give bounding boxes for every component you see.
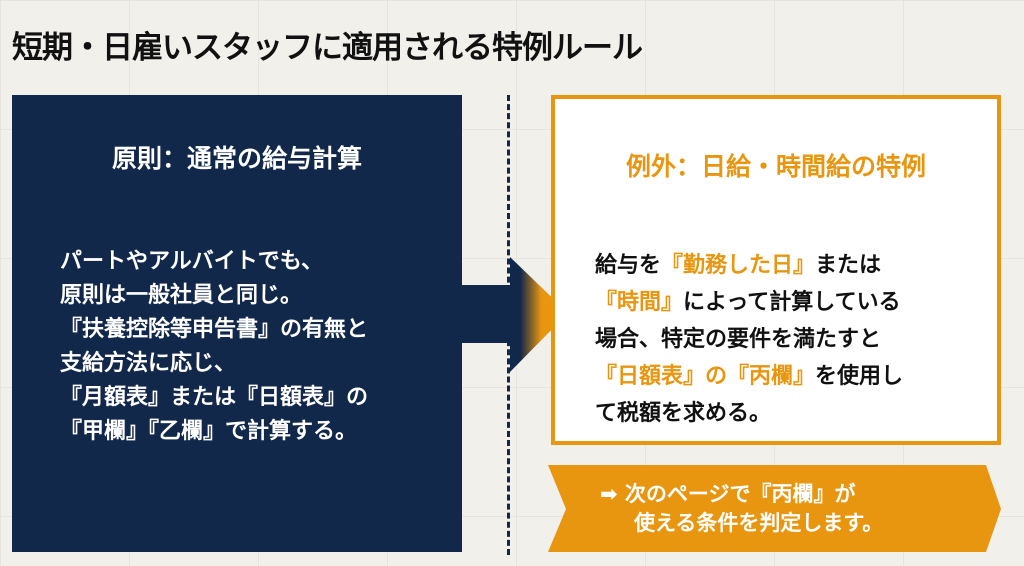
highlight-text: 『勤務した日』 <box>661 253 816 278</box>
note-line-1: 次のページで『丙欄』が <box>624 482 856 506</box>
arrow-right-icon: ➡ <box>600 482 618 506</box>
exception-text: を使用し <box>815 364 904 389</box>
principle-line: 『甲欄』『乙欄』で計算する。 <box>60 419 358 444</box>
exception-panel: 例外：日給・時間給の特例 給与を『勤務した日』または『時間』によって計算している… <box>551 95 1001 445</box>
highlight-text: 『時間』 <box>595 290 684 315</box>
next-page-note: ➡ 次のページで『丙欄』が 使える条件を判定します。 <box>600 480 883 538</box>
exception-line: 『時間』によって計算している <box>595 284 903 321</box>
principle-panel: 原則：通常の給与計算 パートやアルバイトでも、 原則は一般社員と同じ。 『扶養控… <box>12 95 462 552</box>
transition-arrow-icon <box>462 257 568 372</box>
exception-text: または <box>815 253 882 278</box>
exception-line: 場合、特定の要件を満たすと <box>595 321 903 358</box>
exception-line: て税額を求める。 <box>595 395 903 432</box>
principle-line: 『月額表』または『日額表』の <box>60 385 369 410</box>
exception-text: 給与を <box>595 253 662 278</box>
next-page-banner <box>548 465 1001 552</box>
exception-body: 給与を『勤務した日』または『時間』によって計算している場合、特定の要件を満たすと… <box>595 247 903 432</box>
principle-line: 原則は一般社員と同じ。 <box>60 283 303 308</box>
exception-heading: 例外：日給・時間給の特例 <box>625 152 926 181</box>
page-title: 短期・日雇いスタッフに適用される特例ルール <box>12 30 643 66</box>
principle-line: パートやアルバイトでも、 <box>60 249 324 274</box>
principle-body: パートやアルバイトでも、 原則は一般社員と同じ。 『扶養控除等申告書』の有無と … <box>60 245 368 449</box>
principle-heading: 原則：通常の給与計算 <box>111 144 362 173</box>
highlight-text: 『日額表』の『丙欄』 <box>595 364 816 389</box>
exception-text: によって計算している <box>683 290 901 315</box>
exception-line: 『日額表』の『丙欄』を使用し <box>595 358 903 395</box>
exception-line: 給与を『勤務した日』または <box>595 247 903 284</box>
exception-text: て税額を求める。 <box>595 401 772 426</box>
exception-text: 場合、特定の要件を満たすと <box>595 327 882 352</box>
note-line-2: 使える条件を判定します。 <box>634 511 884 535</box>
principle-line: 支給方法に応じ、 <box>60 351 237 376</box>
principle-line: 『扶養控除等申告書』の有無と <box>60 317 369 342</box>
